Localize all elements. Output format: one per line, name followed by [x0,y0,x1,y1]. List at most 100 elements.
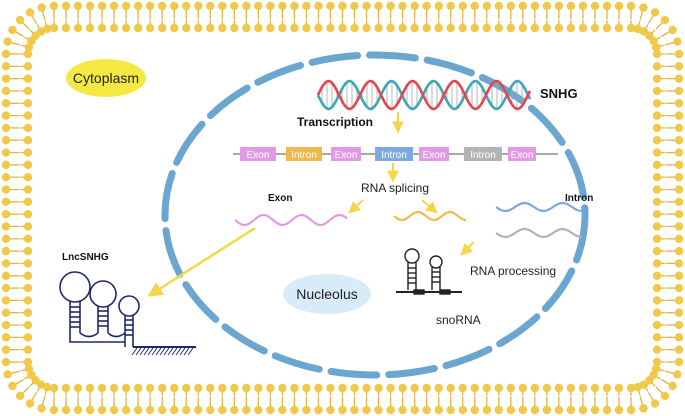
lipid-head [614,405,624,415]
lipid-head [652,246,662,256]
lipid-head [350,1,359,11]
lipid-head [3,37,12,46]
lipid-head [49,23,59,33]
gene-segment-exon [331,147,361,161]
lipid-head [170,1,179,11]
lipid-head [652,62,662,71]
lipid-head [1,209,11,219]
lipid-head [446,23,455,33]
lipid-head [434,1,443,11]
lipid-head [23,185,33,194]
lipid-head [374,1,383,11]
lipid-head [290,383,299,393]
gene-segment-label: Exon [247,150,270,161]
lipid-head [362,405,371,415]
lipid-head [97,383,107,393]
lipid-head [194,1,203,11]
lipid-head [652,136,662,145]
lipid-head [266,405,275,415]
lipid-head [626,405,636,415]
intron-rna-wave-orange [393,210,467,222]
lipid-head [182,383,191,393]
lipid-head [626,383,636,393]
lipid-head [674,209,684,219]
lipid-head [458,405,467,415]
lipid-head [652,234,662,243]
lipid-head [23,197,33,207]
lipid-head [206,1,215,11]
lipid-head [266,1,275,11]
rna-strand [495,227,583,239]
lipid-head [290,1,299,11]
lipid-head [674,320,684,330]
lipid-head [170,23,179,33]
lipid-head [326,23,335,33]
dna-strand-teal [316,79,532,111]
lipid-head [386,23,395,33]
cytoplasm-oval [66,59,146,97]
lipid-head [650,8,660,17]
transcription-label: Transcription [297,115,373,129]
lipid-head [85,383,95,393]
lipid-head [674,271,684,280]
lipid-head [1,222,11,231]
lipid-head [1,148,11,157]
lipid-head [61,383,71,393]
lipid-head [506,383,515,393]
lipid-head [652,345,662,354]
lipid-head [578,1,588,11]
lipid-head [518,383,528,393]
lipid-head [194,405,203,415]
rna-strand [234,213,348,227]
lipid-head [590,1,600,11]
lipid-head [278,405,287,415]
lipid-head [674,222,684,231]
lipid-head [109,1,119,11]
lipid-head [674,173,684,182]
lipid-head [1,136,11,145]
lipid-head [218,383,227,393]
lipid-head [314,405,323,415]
lipid-head [61,405,71,415]
lipid-head [182,1,191,11]
lipid-head [566,405,576,415]
lipid-head [542,383,552,393]
gene-segment-intron-blue [375,147,413,161]
lipid-head [133,23,143,33]
export-arrow [147,226,256,297]
lipid-head [350,405,359,415]
lipid-head [1,246,11,256]
lipid-head [23,283,33,293]
lipid-head [374,23,383,33]
lipid-head [266,23,275,33]
lipid-head [652,173,662,182]
dna-strand-red [316,79,532,111]
hatch-line [139,347,146,356]
lipid-head [542,1,552,11]
lipid-head [1,333,11,342]
lipid-head [674,49,684,59]
hatch-line [183,347,190,356]
hatch-line [175,347,182,356]
lipid-head [652,49,662,59]
lipid-head [674,62,684,71]
lipid-head [542,23,552,33]
lipid-head [85,23,95,33]
lipid-head [652,185,662,194]
lipid-head [182,23,191,33]
lipid-head [24,43,34,52]
lipid-head [652,320,662,330]
lipid-head [482,383,491,393]
lipid-head [398,405,407,415]
lipid-head [554,383,564,393]
lipid-head [23,136,33,145]
processing-arrow [460,241,475,256]
gene-segment-exon [240,147,276,161]
lipid-head [109,383,119,393]
lipid-head [530,405,540,415]
lipid-head [652,308,662,317]
lipid-head [674,296,684,305]
lipid-head [97,23,107,33]
rna-processing-label: RNA processing [470,264,556,278]
